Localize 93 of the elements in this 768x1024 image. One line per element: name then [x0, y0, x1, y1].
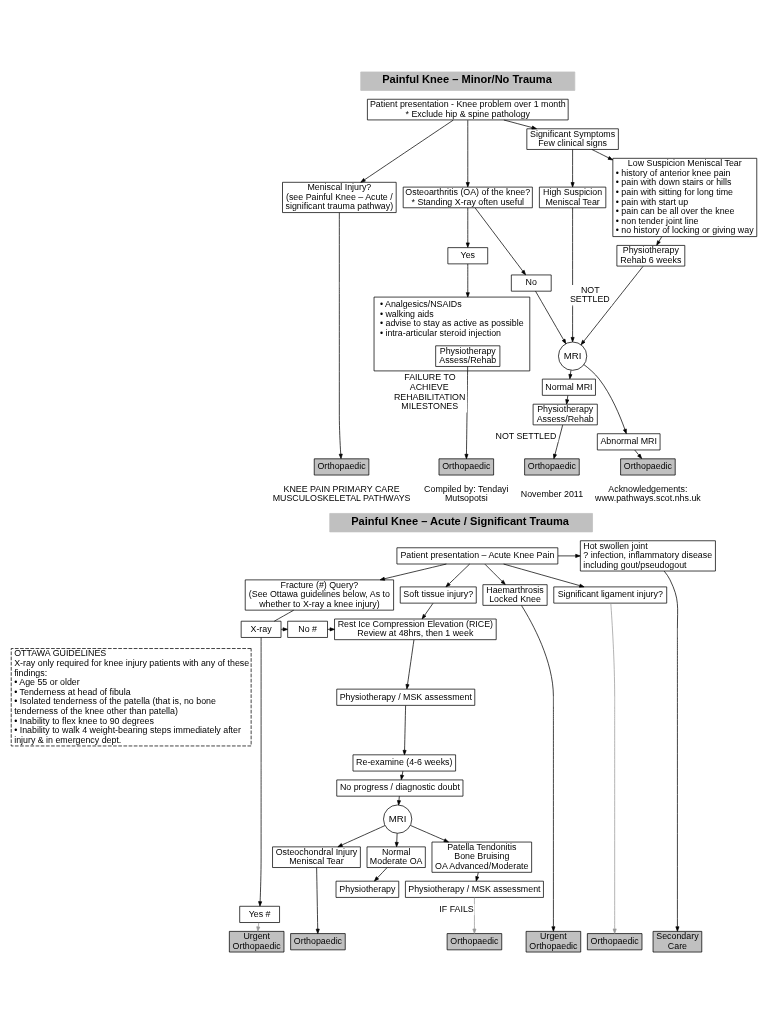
- node-box: Rest Ice Compression Elevation (RICE) Review at 48hrs, then 1 week: [334, 618, 497, 641]
- arrow: [610, 602, 617, 934]
- arrow: [379, 563, 447, 581]
- node-box: No: [510, 274, 552, 292]
- node-box: Orthopaedic: [438, 458, 494, 476]
- arrow: [465, 119, 470, 188]
- node-box: Orthopaedic: [446, 933, 503, 951]
- arrow: [410, 825, 449, 843]
- node-box: OTTAWA GUIDELINES X-ray only required for knee injury patients with any of these findings: • Age 55 or older • Tenderness at head of fibula • Isolated tenderness of the patella (that is, no bone tenderness of the knee other than patella) • Inability to flex knee to 90 degrees • Inability to walk 4 weight-bearing steps immediately after injury & in emergency dept.: [10, 648, 252, 747]
- node-box: Yes #: [239, 905, 280, 923]
- arrow: [421, 603, 434, 620]
- node-circle: MRI: [383, 804, 413, 834]
- edge-label: NOT SETTLED: [495, 431, 557, 442]
- node-box: Osteoarthritis (OA) of the knee? * Standing X-ray often useful: [402, 186, 533, 209]
- arrow: [400, 770, 404, 780]
- connector: [273, 609, 295, 622]
- node-box: Orthopaedic: [587, 933, 643, 951]
- arrow: [256, 922, 261, 932]
- edge-label: FAILURE TO ACHIEVE REHABILITATION MILESTONES: [393, 372, 466, 412]
- label: Compiled by: Tendayi Mutsopotsi: [424, 483, 509, 504]
- node-box: Patient presentation - Knee problem over 1 month * Exclude hip & spine pathology: [367, 98, 569, 121]
- node-box: Urgent Orthopaedic: [229, 931, 285, 953]
- arrow: [405, 639, 415, 690]
- arrow: [475, 872, 480, 882]
- arrow: [402, 705, 407, 756]
- node-box: Physiotherapy / MSK assessment: [336, 688, 476, 706]
- arrow: [503, 563, 585, 588]
- label: KNEE PAIN PRIMARY CARE MUSCULOSKELETAL PATHWAYS: [272, 483, 411, 504]
- node-box: Physiotherapy: [335, 880, 400, 898]
- arrow: [280, 627, 288, 632]
- node-box: Physiotherapy / MSK assessment: [405, 880, 544, 898]
- node-box: Patient presentation – Acute Knee Pain: [396, 547, 559, 565]
- label: Acknowledgements: www.pathways.scot.nhs.uk: [595, 483, 701, 504]
- arrow: [583, 364, 627, 435]
- node-box: Osteochondral Injury Meniscal Tear: [272, 846, 361, 868]
- node-box: Low Suspicion Meniscal Tear • history of anterior knee pain • pain with down stairs or hills • pain with sitting for long time • pain with start up • pain can be all over the knee • non tender joint line • no history of locking or giving way: [612, 157, 758, 237]
- node-box: Orthopaedic: [290, 933, 346, 951]
- arrow: [557, 553, 581, 558]
- node-box: Painful Knee – Acute / Significant Trauma: [329, 513, 593, 533]
- node-box: Orthopaedic: [524, 458, 580, 476]
- node-box: Significant ligament injury?: [553, 586, 668, 604]
- label: November 2011: [520, 488, 584, 499]
- arrow: [360, 119, 454, 183]
- arrow: [337, 825, 386, 848]
- node-box: Meniscal Injury? (see Painful Knee – Acute / significant trauma pathway): [282, 181, 397, 213]
- node-box: Physiotherapy Assess/Rehab: [532, 403, 598, 426]
- arrow: [464, 366, 469, 460]
- arrow: [634, 449, 643, 459]
- arrow: [315, 867, 320, 934]
- node-box: Orthopaedic: [313, 458, 370, 476]
- node-box: Haemarthrosis Locked Knee: [482, 584, 548, 606]
- edge-label: NOT SETTLED: [569, 284, 610, 305]
- node-box: Hot swollen joint ? infection, inflammatory disease including gout/pseudogout: [580, 540, 716, 572]
- arrow: [472, 897, 477, 934]
- node-box: Normal Moderate OA: [366, 846, 426, 868]
- arrow: [445, 563, 470, 588]
- edge-label: IF FAILS: [439, 904, 474, 915]
- arrow: [570, 149, 575, 188]
- node-box: Secondary Care: [652, 931, 703, 953]
- node-box: No #: [287, 620, 328, 638]
- arrow: [565, 395, 570, 405]
- arrow: [568, 369, 573, 380]
- arrow: [258, 637, 263, 907]
- arrow: [580, 265, 644, 346]
- node-box: Physiotherapy Assess/Rehab: [435, 345, 501, 367]
- arrow: [663, 570, 680, 932]
- node-box: Abnormal MRI: [596, 433, 661, 451]
- arrow: [338, 212, 343, 459]
- arrow: [397, 795, 401, 806]
- arrow: [484, 563, 506, 585]
- node-box: Urgent Orthopaedic: [525, 931, 582, 953]
- arrow: [503, 119, 537, 130]
- arrow: [474, 207, 526, 276]
- arrow: [465, 207, 470, 248]
- arrow: [553, 424, 564, 460]
- node-box: Normal MRI: [541, 378, 596, 396]
- arrow: [465, 263, 470, 298]
- arrow: [591, 149, 614, 161]
- node-box: Soft tissue injury?: [399, 586, 477, 604]
- arrow: [394, 832, 399, 848]
- node-box: Yes: [447, 247, 489, 265]
- node-box: Patella Tendonitis Bone Bruising OA Advanced/Moderate: [431, 841, 532, 873]
- node-box: High Suspicion Meniscal Tear: [539, 186, 607, 209]
- node-box: Fracture (#) Query? (See Ottawa guidelines below, As to whether to X-ray a knee injury): [244, 579, 394, 611]
- node-box: Orthopaedic: [620, 458, 676, 476]
- arrow: [374, 867, 388, 882]
- node-box: No progress / diagnostic doubt: [336, 779, 464, 797]
- node-box: Physiotherapy Rehab 6 weeks: [616, 245, 686, 267]
- node-box: Re-examine (4-6 weeks): [352, 754, 456, 772]
- arrow: [656, 236, 663, 246]
- node-box: Significant Symptoms Few clinical signs: [526, 128, 619, 150]
- arrow: [521, 605, 556, 932]
- node-box: Painful Knee – Minor/No Trauma: [360, 71, 576, 91]
